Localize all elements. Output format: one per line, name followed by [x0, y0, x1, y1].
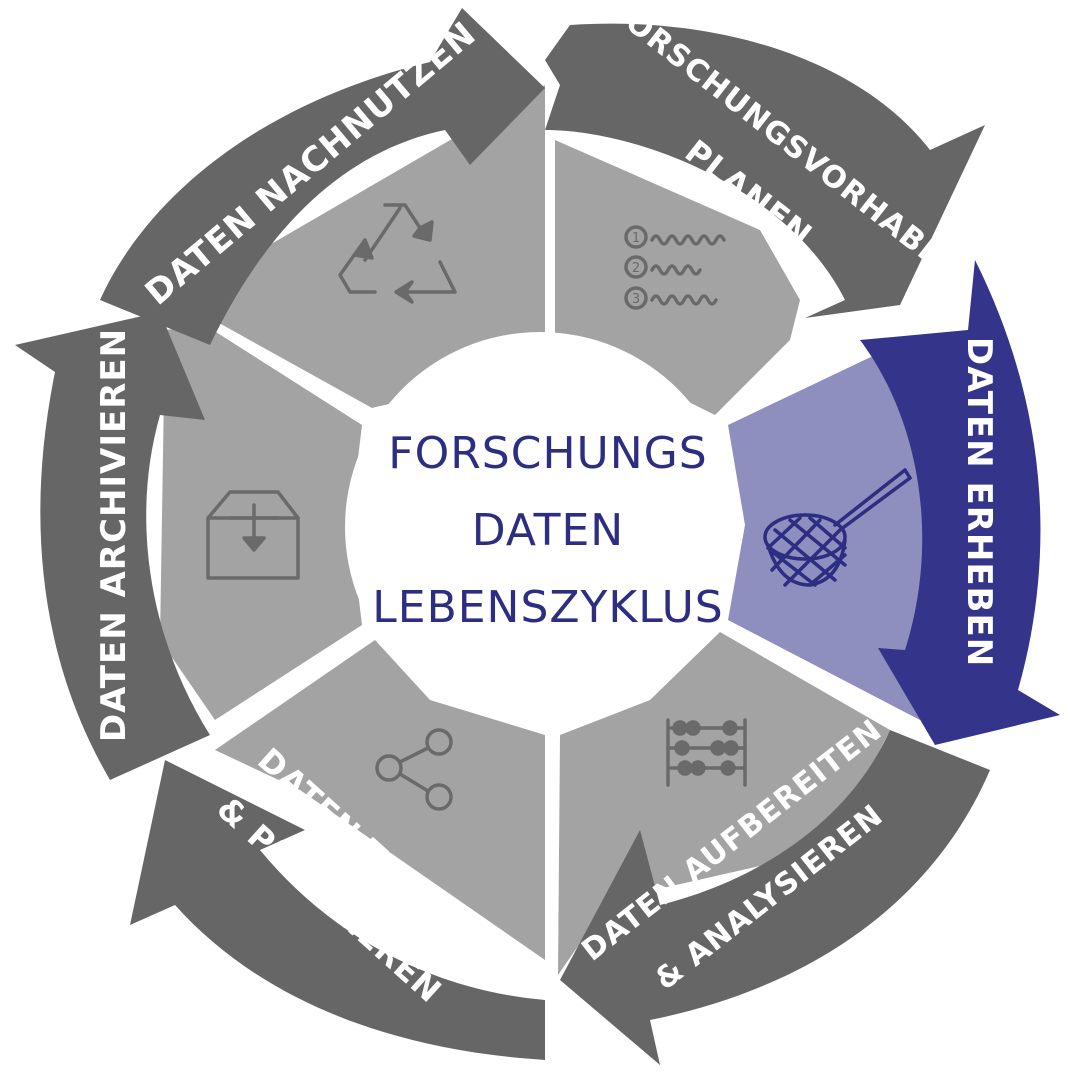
wedge-plan — [555, 140, 800, 415]
arrow-share[interactable] — [130, 760, 545, 1060]
numbered-list-icon — [624, 225, 726, 310]
arrow-reuse[interactable] — [100, 8, 545, 345]
arrow-ring — [15, 8, 1060, 1065]
arrow-collect[interactable] — [860, 260, 1060, 745]
wedge-share — [215, 640, 545, 960]
center-title-line1: FORSCHUNGS — [388, 428, 707, 479]
list-number-1: 1 — [632, 231, 640, 246]
archive-box-icon — [206, 490, 300, 580]
list-number-2: 2 — [632, 261, 640, 276]
wedge-archive — [160, 325, 362, 720]
recycle-icon — [338, 203, 457, 304]
center-title-line3: LEBENSZYKLUS — [372, 582, 723, 633]
arrow-plan[interactable] — [545, 23, 985, 318]
wedge-reuse — [210, 85, 545, 408]
share-icon — [375, 728, 453, 811]
center-title-line2: DATEN — [472, 505, 624, 556]
net-icon — [763, 468, 912, 587]
label-collect: DATEN ERHEBEN — [959, 337, 999, 667]
list-number-3: 3 — [632, 292, 640, 307]
abacus-icon — [666, 718, 747, 787]
label-archive: DATEN ARCHIVIEREN — [94, 328, 134, 742]
arrow-analyze[interactable] — [560, 730, 990, 1065]
center-circle — [345, 332, 735, 722]
arrow-archive[interactable] — [15, 312, 210, 780]
